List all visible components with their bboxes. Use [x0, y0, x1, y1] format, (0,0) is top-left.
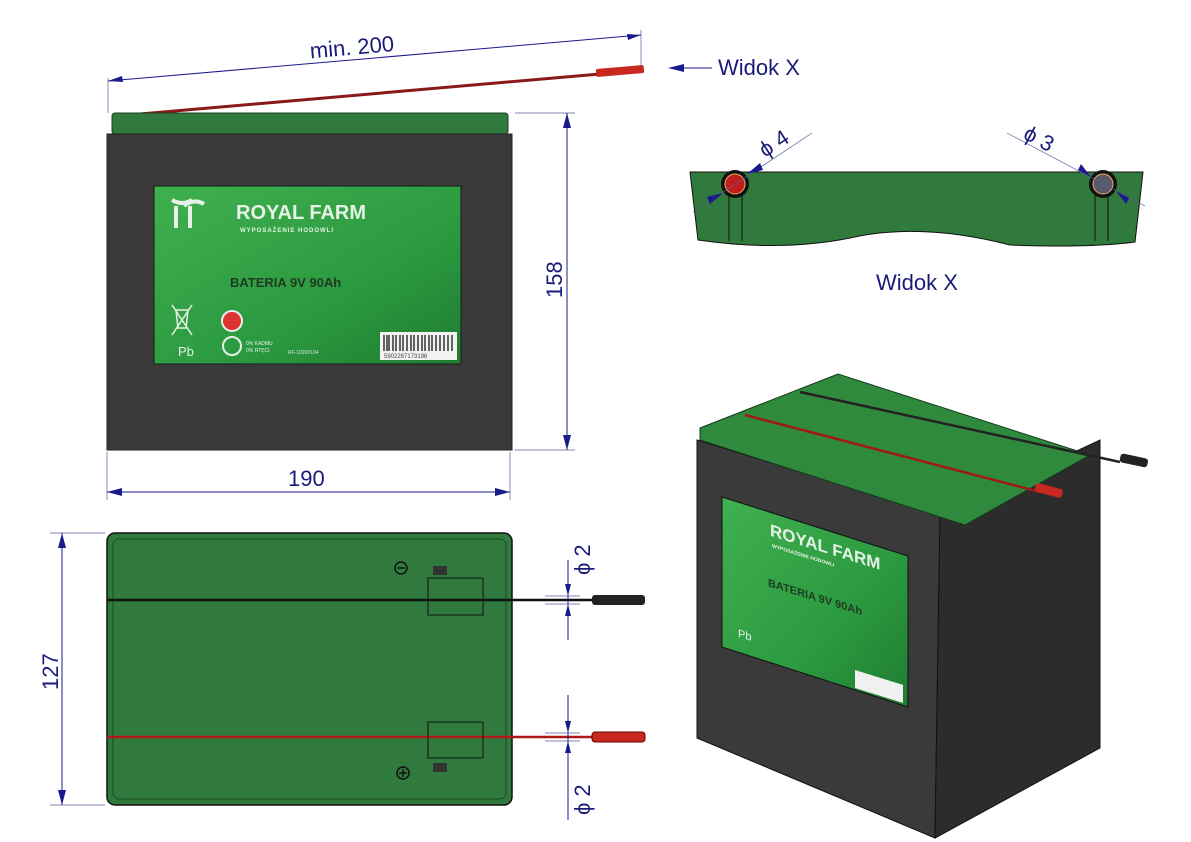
iso-red-connector — [1034, 483, 1063, 498]
wire-clip-top — [427, 577, 484, 616]
iso-label-pb: Pb — [738, 628, 751, 644]
dimension-width: 190 — [106, 452, 511, 500]
recycle-icon — [222, 336, 242, 356]
dimension-width-text: 190 — [288, 466, 325, 491]
dimension-wire-dia-bottom-text: ϕ 2 — [570, 784, 595, 815]
label-tagline: WYPOSAŻENIE HODOWLI — [240, 227, 334, 234]
dimension-wire-dia-bottom: ϕ 2 — [545, 695, 595, 820]
red-wire-connector — [591, 731, 646, 743]
brand-logo-icon — [170, 198, 206, 228]
iso-barcode — [855, 670, 903, 703]
label-cadmium: 0% KADMU — [246, 341, 273, 347]
wire-clip-bottom — [427, 721, 484, 759]
label-code: RF-10200104 — [288, 350, 319, 356]
label-product: BATERIA 9V 90Ah — [230, 275, 341, 290]
dimension-wire-dia-top-text: ϕ 2 — [570, 544, 595, 575]
terminal-black-dia-text: ϕ 3 — [1020, 120, 1059, 156]
black-wire-connector — [592, 595, 645, 605]
dimension-wire-length-text: min. 200 — [309, 31, 395, 63]
front-view: ROYAL FARM WYPOSAŻENIE HODOWLI BATERIA 9… — [106, 65, 645, 451]
wire-connector — [595, 65, 645, 77]
dimension-wire-dia-top: ϕ 2 — [545, 544, 595, 640]
dimension-height: 158 — [515, 112, 575, 451]
top-lid-inner-edge — [112, 538, 507, 800]
dimension-depth: 127 — [38, 532, 105, 806]
lid — [111, 112, 509, 135]
view-x: ϕ 4 ϕ 3 Widok X — [689, 120, 1146, 295]
poland-flag-icon — [221, 310, 243, 332]
iso-red-wire — [744, 413, 1041, 494]
terminal-red-dia-text: ϕ 4 — [754, 125, 793, 163]
plus-cross — [399, 769, 407, 777]
plus-icon — [396, 766, 410, 780]
dimension-wire-length: min. 200 — [107, 30, 642, 113]
recycling-bin-icon — [171, 304, 193, 336]
red-wire — [139, 72, 601, 116]
terminal-posts — [728, 193, 1109, 241]
view-x-lid-section — [689, 171, 1144, 247]
top-lid — [106, 532, 513, 806]
label-pb: Pb — [178, 344, 194, 359]
isometric-view: ROYAL FARM WYPOSAŻENIE HODOWLI BATERIA 9… — [696, 373, 1148, 839]
view-x-caption: Widok X — [876, 270, 958, 295]
minus-icon — [394, 561, 408, 575]
iso-black-wire — [799, 390, 1121, 464]
top-view — [106, 532, 646, 806]
dimension-depth-text: 127 — [38, 653, 63, 690]
label-brand: ROYAL FARM — [236, 202, 366, 224]
barcode-bars — [383, 335, 453, 351]
iso-label — [721, 496, 909, 708]
iso-black-connector — [1119, 453, 1148, 468]
label-mercury: 0% RTĘCI — [246, 348, 270, 354]
dimension-height-text: 158 — [542, 261, 567, 298]
view-x-arrow: Widok X — [668, 55, 800, 80]
barcode-number: 5902287173196 — [384, 354, 428, 360]
terminal-slot — [433, 566, 447, 575]
view-arrow-label: Widok X — [718, 55, 800, 80]
terminal-slot — [433, 763, 447, 772]
